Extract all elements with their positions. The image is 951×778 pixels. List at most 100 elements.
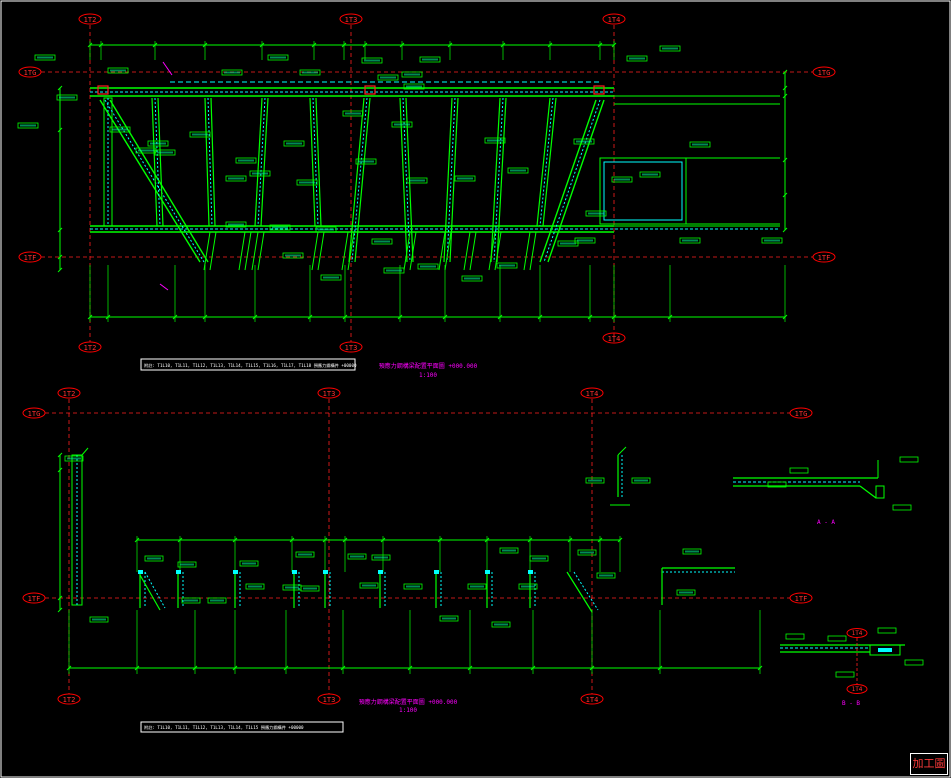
dim-tick: [782, 157, 788, 163]
upper-left-brace-rebar: [104, 99, 205, 263]
upper-member-tag-31: [507, 167, 529, 174]
upper-member-tag-42: [496, 262, 518, 269]
upper-rib-b-7: [496, 97, 507, 263]
upper-red-marker-0: [97, 85, 109, 95]
upper-member-tag-13: [689, 141, 711, 148]
lower-member-tag-text-10: [532, 557, 546, 560]
upper-member-tag-text-47: [764, 239, 780, 242]
upper-hanger-b-7: [469, 231, 477, 271]
upper-member-tag-text-7: [380, 76, 396, 79]
upper-member-tag-29: [454, 175, 476, 182]
axis-label-1T2-bottom: 1T2: [84, 344, 97, 352]
sec-a-slope: [859, 485, 877, 499]
upper-member-tag-35: [225, 221, 247, 228]
upper-hanger-b-9: [529, 231, 537, 271]
upper-member-tag-36: [269, 224, 291, 231]
axis-label-1TG-left: 1TG: [24, 69, 37, 77]
lower-member-tag-17: [89, 616, 109, 623]
upper-hanger-b-4: [347, 231, 355, 271]
upper-note-box: [140, 358, 356, 371]
upper-rib-b-2: [260, 97, 269, 227]
upper-member-tag-text-46: [682, 239, 698, 242]
section-a-label: A - A: [817, 519, 835, 526]
lower-member-tag-text-7: [442, 617, 456, 620]
lower-member-tag-7: [439, 615, 459, 622]
lower-member-tag-2: [177, 561, 197, 568]
section-b-axes: 1T4 1T4: [846, 628, 868, 694]
axis-label-1T4-bottom: 1T4: [608, 335, 621, 343]
upper-rib-a-1: [204, 97, 210, 227]
lower-member-tag-25: [467, 583, 487, 590]
lower-member-tag-text-21: [285, 586, 299, 589]
lower-member-tag-text-15: [588, 479, 602, 482]
upper-member-tag-22: [249, 170, 271, 177]
upper-member-tag-38: [315, 226, 337, 233]
lower-member-tag-text-4: [298, 553, 312, 556]
lower-member-tag-text-5: [350, 555, 364, 558]
upper-member-tag-18: [154, 149, 176, 156]
dim-tick: [57, 467, 63, 473]
upper-rib-rebar-5: [402, 97, 411, 263]
dim-tick: [57, 267, 63, 273]
upper-hanger-7: [463, 231, 471, 271]
lower-note-text: 附註: T1L10, T1L11, T1L12, T1L13, T1L14, T…: [144, 724, 304, 731]
upper-member-tag-27: [391, 121, 413, 128]
upper-member-tag-text-38: [318, 228, 334, 231]
upper-member-tag-0: [34, 54, 56, 61]
upper-axis-bubbles: 1T2 1T3 1T4 1T2 1T3 1T4 1TG 1TF 1TG 1TF: [18, 13, 836, 353]
axis-label-1T3-top: 1T3: [345, 16, 358, 24]
upper-member-tag-33: [639, 171, 661, 178]
lower-member-tag-text-12: [599, 574, 613, 577]
upper-member-tag-text-22: [252, 172, 268, 175]
dim-tick: [57, 254, 63, 260]
lower-axis-1T4-top: 1T4: [586, 390, 599, 398]
upper-member-tag-30: [484, 137, 506, 144]
upper-rib-b-6: [449, 97, 459, 263]
lower-seg-cap-3: [292, 570, 297, 574]
upper-rib-rebar-8: [539, 97, 554, 227]
upper-member-tag-11: [626, 55, 648, 62]
sec-a-tag-3: [899, 456, 919, 463]
upper-rib-a-0: [151, 97, 158, 227]
lower-member-tag-5: [347, 553, 367, 560]
upper-member-tag-text-17: [150, 142, 166, 145]
upper-member-tag-39: [383, 267, 405, 274]
upper-hanger-b-0: [209, 231, 217, 271]
upper-member-tag-3: [221, 69, 243, 76]
lower-member-tag-10: [529, 555, 549, 562]
upper-member-tag-15: [109, 126, 131, 133]
lower-axis-1TG-right: 1TG: [795, 410, 808, 418]
upper-hanger-b-1: [244, 231, 252, 271]
lower-member-tag-text-14: [679, 591, 693, 594]
lower-member-tag-text-16: [634, 479, 648, 482]
lower-member-tag-12: [596, 572, 616, 579]
upper-hanger-3: [311, 231, 319, 271]
upper-member-tag-44: [574, 237, 596, 244]
upper-member-tag-text-27: [394, 123, 410, 126]
upper-rib-rebar-3: [312, 97, 319, 227]
upper-hanger-b-3: [317, 231, 325, 271]
lower-member-tag-8: [491, 621, 511, 628]
lower-member-tag-text-26: [521, 585, 535, 588]
upper-hanger-8: [488, 231, 496, 271]
upper-rib-rebar-1: [207, 97, 213, 227]
dim-tick: [782, 69, 788, 75]
upper-hanger-1: [238, 231, 246, 271]
lower-member-tag-4: [295, 551, 315, 558]
lower-left-cap: [81, 447, 89, 456]
dim-tick: [782, 227, 788, 233]
upper-rib-b-4: [354, 97, 371, 263]
lower-axis-1T2-top: 1T2: [63, 390, 76, 398]
lower-member-tag-19: [207, 597, 227, 604]
dim-tick: [57, 85, 63, 91]
lower-member-tag-11: [577, 549, 597, 556]
upper-rib-rebar-6: [446, 97, 456, 263]
upper-member-tag-text-8: [404, 73, 420, 76]
upper-member-tag-text-28: [409, 179, 425, 182]
lower-member-tag-9: [499, 547, 519, 554]
upper-rib-rebar-4: [351, 97, 368, 263]
upper-rib-a-6: [443, 97, 453, 263]
upper-plan-scale: 1:100: [419, 372, 437, 379]
lower-member-tag-0: [64, 455, 84, 462]
upper-hanger-b-6: [444, 231, 452, 271]
